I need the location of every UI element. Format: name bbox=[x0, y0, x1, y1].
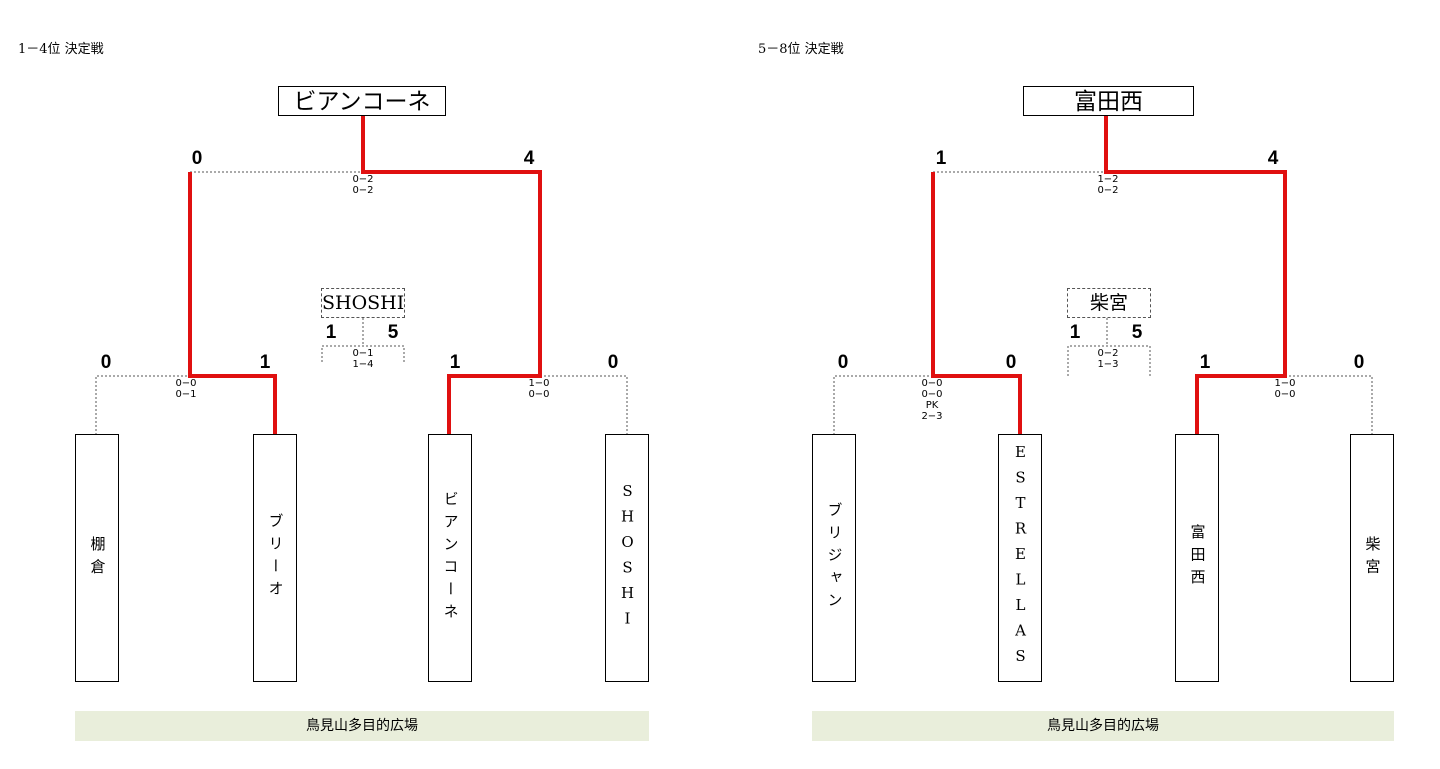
semi-left-detail-line: 2−3 bbox=[921, 411, 943, 422]
semi-right-right-score: 0 bbox=[607, 352, 619, 373]
semi-left-loser-path bbox=[833, 375, 933, 435]
bracket-title: 5－8位 決定戦 bbox=[758, 42, 844, 57]
bracket-title: 1－4位 決定戦 bbox=[18, 42, 104, 57]
champion-path bbox=[1104, 116, 1287, 435]
semi-left-detail-line: 0−0 bbox=[921, 378, 943, 389]
team-box: ESTRELLAS bbox=[998, 434, 1042, 682]
third-place-box: SHOSHI bbox=[321, 288, 405, 318]
team-box: 柴宮 bbox=[1350, 434, 1394, 682]
semi-right-right-score: 0 bbox=[1353, 352, 1365, 373]
semi-right-detail-line: 0−0 bbox=[528, 389, 550, 400]
team-name: ブリジャン bbox=[825, 501, 844, 615]
semi-left-winner-path bbox=[931, 172, 1022, 435]
semi-left-detail-line: 0−0 bbox=[921, 389, 943, 400]
semi-left-left-score: 0 bbox=[837, 352, 849, 373]
team-name: 富田西 bbox=[1188, 524, 1207, 592]
third-detail-line: 0−2 bbox=[1097, 348, 1119, 359]
venue-label: 鳥見山多目的広場 bbox=[75, 711, 649, 741]
team-name: ESTRELLAS bbox=[1011, 443, 1030, 673]
champion-box: 富田西 bbox=[1023, 86, 1194, 116]
team-name: SHOSHI bbox=[618, 481, 637, 635]
final-detail-line: 0−2 bbox=[352, 185, 374, 196]
final-right-score: 4 bbox=[1267, 148, 1279, 169]
bracket-1-4: 1－4位 決定戦 ビアンコーネ 0 4 0−2 0−2 SHOSHI 1 5 0… bbox=[18, 42, 649, 741]
final-right-score: 4 bbox=[523, 148, 535, 169]
final-detail-line: 0−2 bbox=[352, 174, 374, 185]
semi-right-detail-line: 1−0 bbox=[528, 378, 550, 389]
semi-right-left-score: 1 bbox=[1199, 352, 1211, 373]
team-box: SHOSHI bbox=[605, 434, 649, 682]
semi-left-winner-path bbox=[188, 172, 277, 435]
final-detail: 0−2 0−2 bbox=[343, 174, 383, 196]
semi-right-detail: 1−0 0−0 bbox=[1265, 378, 1305, 400]
semi-left-detail-line: 0−0 bbox=[175, 378, 197, 389]
semi-right-loser-path bbox=[1285, 375, 1373, 435]
final-detail-line: 0−2 bbox=[1097, 185, 1119, 196]
team-box: ビアンコーネ bbox=[428, 434, 472, 682]
semi-right-detail-line: 1−0 bbox=[1274, 378, 1296, 389]
bracket-5-8: 5－8位 決定戦 富田西 1 4 1−2 0−2 柴宮 1 5 0−2 1−3 … bbox=[720, 0, 1440, 769]
team-name: ビアンコーネ bbox=[441, 490, 460, 626]
semi-right-detail: 1−0 0−0 bbox=[519, 378, 559, 400]
third-left-score: 1 bbox=[1069, 322, 1081, 343]
team-name: 棚倉 bbox=[88, 535, 107, 581]
semi-left-detail-line: PK bbox=[925, 400, 939, 411]
third-detail: 0−1 1−4 bbox=[343, 348, 383, 370]
third-detail-line: 1−3 bbox=[1097, 359, 1119, 370]
team-name: ブリーオ bbox=[266, 513, 285, 603]
semi-right-left-score: 1 bbox=[449, 352, 461, 373]
final-left-score: 0 bbox=[191, 148, 203, 169]
third-detail: 0−2 1−3 bbox=[1088, 348, 1128, 370]
team-box: ブリーオ bbox=[253, 434, 297, 682]
third-detail-line: 1−4 bbox=[352, 359, 374, 370]
final-detail-line: 1−2 bbox=[1097, 174, 1119, 185]
third-place-lines bbox=[321, 345, 405, 362]
champion-box: ビアンコーネ bbox=[278, 86, 446, 116]
semi-left-detail: 0−0 0−1 bbox=[166, 378, 206, 400]
semi-left-detail-line: 0−1 bbox=[175, 389, 197, 400]
third-place-box: 柴宮 bbox=[1067, 288, 1151, 318]
semi-right-loser-path bbox=[540, 375, 628, 435]
team-box: ブリジャン bbox=[812, 434, 856, 682]
semi-left-detail: 0−0 0−0 PK 2−3 bbox=[912, 378, 952, 422]
team-name: 柴宮 bbox=[1363, 535, 1382, 581]
semi-right-detail-line: 0−0 bbox=[1274, 389, 1296, 400]
third-left-score: 1 bbox=[325, 322, 337, 343]
team-box: 富田西 bbox=[1175, 434, 1219, 682]
final-detail: 1−2 0−2 bbox=[1088, 174, 1128, 196]
semi-left-loser-path bbox=[95, 375, 190, 435]
semi-left-left-score: 0 bbox=[100, 352, 112, 373]
semi-left-right-score: 1 bbox=[259, 352, 271, 373]
third-right-score: 5 bbox=[387, 322, 399, 343]
bracket-lines bbox=[833, 116, 1373, 435]
bracket-lines bbox=[95, 116, 628, 435]
champion-path bbox=[361, 116, 542, 435]
third-detail-line: 0−1 bbox=[352, 348, 374, 359]
venue-label: 鳥見山多目的広場 bbox=[812, 711, 1394, 741]
final-left-score: 1 bbox=[935, 148, 947, 169]
team-box: 棚倉 bbox=[75, 434, 119, 682]
semi-left-right-score: 0 bbox=[1005, 352, 1017, 373]
third-right-score: 5 bbox=[1131, 322, 1143, 343]
